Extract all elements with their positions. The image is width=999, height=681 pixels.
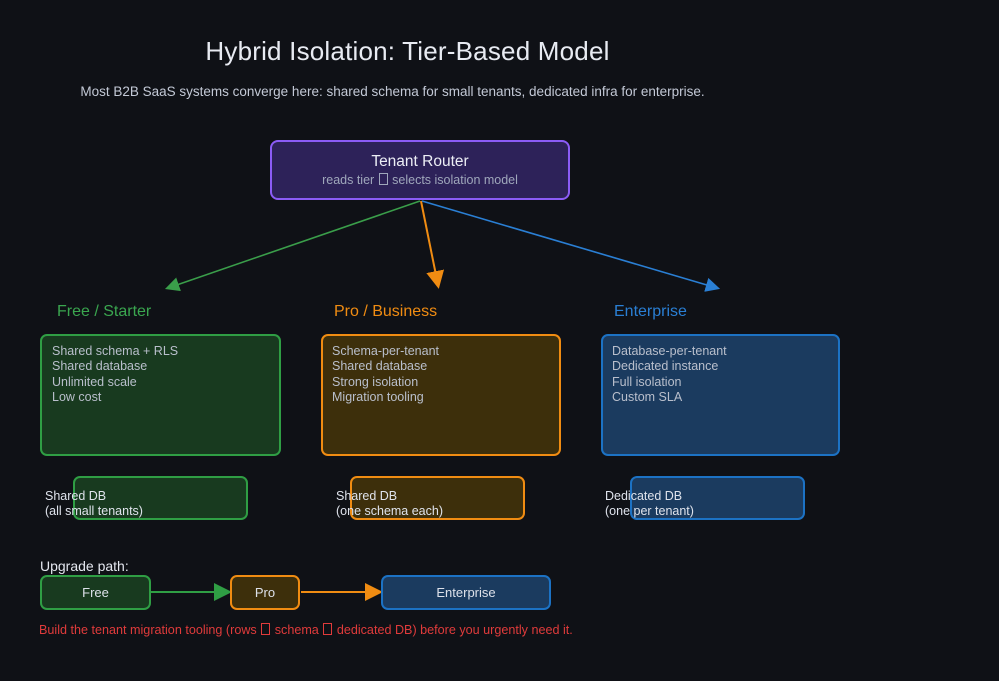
db-label-sub: (one per tenant) bbox=[605, 504, 694, 519]
page-title: Hybrid Isolation: Tier-Based Model bbox=[205, 36, 610, 66]
feature-item: Low cost bbox=[52, 389, 102, 404]
router-subtitle-before: reads tier bbox=[322, 173, 375, 187]
db-label-title: Shared DB bbox=[45, 489, 107, 503]
footer-part-3: dedicated DB) before you urgently need i… bbox=[336, 623, 573, 637]
feature-item: Migration tooling bbox=[332, 389, 424, 404]
upgrade-path-label: Upgrade path: bbox=[40, 558, 129, 574]
tenant-router-subtitle: reads tier selects isolation model bbox=[170, 173, 670, 187]
footer-part-1: Build the tenant migration tooling (rows bbox=[39, 623, 257, 637]
feature-box-enterprise[interactable] bbox=[601, 334, 840, 456]
upgrade-step-enterprise[interactable] bbox=[381, 575, 551, 610]
feature-item: Shared schema + RLS bbox=[52, 344, 179, 358]
page-subtitle: Most B2B SaaS systems converge here: sha… bbox=[80, 84, 705, 99]
feature-item: Custom SLA bbox=[612, 389, 683, 404]
arrow-router-to-free bbox=[164, 200, 421, 292]
db-label-title: Shared DB bbox=[336, 489, 398, 503]
router-subtitle-after: selects isolation model bbox=[392, 173, 518, 187]
tier-heading-free: Free / Starter bbox=[57, 303, 152, 320]
feature-list-free: Shared schema + RLS Shared database Unli… bbox=[52, 344, 178, 405]
feature-item: Strong isolation bbox=[332, 374, 419, 389]
feature-list-enterprise: Database-per-tenant Dedicated instance F… bbox=[612, 344, 727, 405]
footer-part-2: schema bbox=[274, 623, 319, 637]
db-box-free[interactable] bbox=[73, 476, 248, 520]
arrow-glyph-icon bbox=[323, 623, 333, 635]
arrow-glyph-icon bbox=[261, 623, 271, 635]
feature-item: Dedicated instance bbox=[612, 359, 719, 374]
footer-warning-note: Build the tenant migration tooling (rows… bbox=[39, 623, 573, 637]
feature-item: Full isolation bbox=[612, 374, 682, 389]
feature-box-free[interactable] bbox=[40, 334, 281, 456]
db-label-pro: Shared DB (one schema each) bbox=[336, 489, 443, 520]
feature-list-pro: Schema-per-tenant Shared database Strong… bbox=[332, 344, 439, 405]
arrow-glyph-icon bbox=[378, 173, 388, 185]
upgrade-step-free[interactable] bbox=[40, 575, 151, 610]
feature-item: Shared database bbox=[332, 359, 428, 374]
db-label-title: Dedicated DB bbox=[605, 489, 683, 503]
db-label-free: Shared DB (all small tenants) bbox=[45, 489, 143, 520]
upgrade-step-free-label: Free bbox=[82, 585, 109, 600]
tier-heading-pro: Pro / Business bbox=[334, 303, 438, 320]
tier-heading-enterprise: Enterprise bbox=[614, 303, 687, 320]
tenant-router-title: Tenant Router bbox=[371, 153, 469, 170]
feature-box-pro[interactable] bbox=[321, 334, 561, 456]
feature-item: Shared database bbox=[52, 359, 148, 374]
upgrade-step-pro[interactable] bbox=[230, 575, 300, 610]
upgrade-step-pro-label: Pro bbox=[254, 585, 276, 600]
db-label-sub: (one schema each) bbox=[336, 504, 444, 519]
db-label-sub: (all small tenants) bbox=[45, 504, 143, 519]
feature-item: Unlimited scale bbox=[52, 374, 137, 389]
arrow-router-to-enterprise bbox=[421, 200, 721, 292]
feature-item: Schema-per-tenant bbox=[332, 344, 440, 358]
db-box-enterprise[interactable] bbox=[630, 476, 805, 520]
db-box-pro[interactable] bbox=[350, 476, 525, 520]
tenant-router-box[interactable] bbox=[270, 140, 570, 200]
db-label-enterprise: Dedicated DB (one per tenant) bbox=[605, 489, 694, 520]
arrow-router-to-pro bbox=[420, 200, 445, 289]
feature-item: Database-per-tenant bbox=[612, 344, 727, 358]
upgrade-step-enterprise-label: Enterprise bbox=[436, 585, 496, 600]
